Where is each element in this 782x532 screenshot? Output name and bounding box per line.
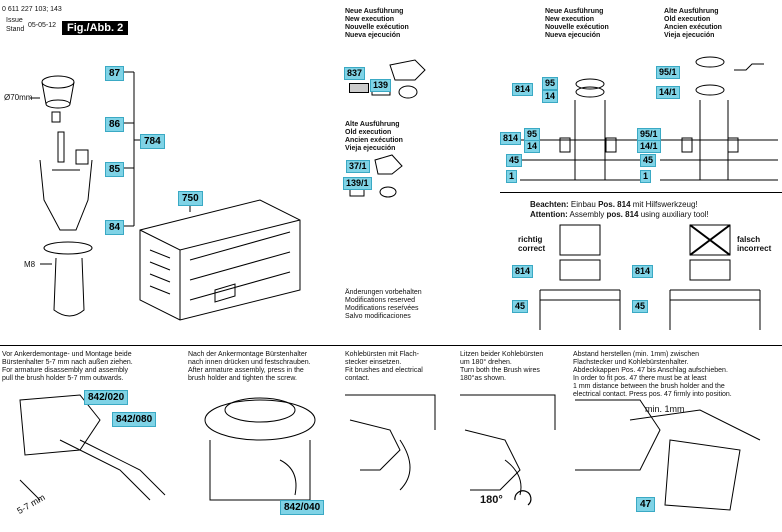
- part-label-84: 84: [105, 220, 125, 235]
- modifications-note: Änderungen vorbehalten Modifications res…: [345, 289, 422, 320]
- part-label-814-sec: 814: [500, 132, 522, 145]
- part-label-37-1: 37/1: [346, 160, 370, 173]
- min-distance-label: min. 1mm: [645, 404, 685, 414]
- stand-label: Stand: [6, 26, 25, 33]
- new-execution-heading: Neue Ausführung New execution Nouvelle e…: [345, 8, 409, 39]
- part-label-14-sec: 14: [524, 140, 541, 153]
- figure-title: Fig./Abb. 2: [62, 21, 129, 35]
- part-label-86: 86: [105, 117, 125, 132]
- separator-right-note: [500, 192, 782, 193]
- part-label-45-sec: 45: [506, 154, 523, 167]
- part-label-750: 750: [178, 191, 203, 206]
- part-label-814-correct: 814: [512, 265, 534, 278]
- attention-note: Attention: Assembly pos. 814 using auxil…: [530, 210, 709, 219]
- old-execution-heading-right: Alte Ausführung Old execution Ancien exé…: [664, 8, 722, 39]
- part-label-842-080: 842/080: [112, 412, 157, 427]
- part-label-139-1: 139/1: [343, 177, 372, 190]
- part-label-95-1-top: 95/1: [656, 66, 680, 79]
- part-label-45-correct: 45: [512, 300, 529, 313]
- part-label-814-incorrect: 814: [632, 265, 654, 278]
- issue-label: Issue: [6, 17, 23, 24]
- step-2-text: Nach der Ankermontage Bürstenhalter nach…: [188, 351, 311, 382]
- part-label-45-old: 45: [640, 154, 657, 167]
- part-label-95-top: 95: [542, 77, 559, 90]
- rotation-180: 180°: [480, 494, 503, 506]
- part-label-837: 837: [344, 67, 366, 80]
- separator-horizontal: [0, 345, 782, 346]
- step-5-text: Abstand herstellen (min. 1mm) zwischen F…: [573, 351, 732, 398]
- part-label-784: 784: [140, 134, 165, 149]
- part-swatch: [349, 83, 369, 93]
- step-1-text: Vor Ankerdemontage- und Montage beide Bü…: [2, 351, 133, 382]
- correct-label: richtig correct: [518, 235, 546, 253]
- new-execution-heading-right: Neue Ausführung New execution Nouvelle e…: [545, 8, 609, 39]
- dimension-diameter: Ø70mm: [4, 93, 33, 102]
- issue-date: 05-05-12: [28, 22, 57, 29]
- part-label-47: 47: [636, 497, 656, 512]
- beachten-note: Beachten: Einbau Pos. 814 mit Hilfswerkz…: [530, 200, 698, 209]
- part-label-14-top: 14: [542, 90, 559, 103]
- part-label-139: 139: [370, 79, 392, 92]
- step-4-text: Litzen beider Kohlebürsten um 180° drehe…: [460, 351, 544, 382]
- part-label-85: 85: [105, 162, 125, 177]
- part-label-45-incorrect: 45: [632, 300, 649, 313]
- part-label-14-1-sec: 14/1: [637, 140, 661, 153]
- part-label-814-top: 814: [512, 83, 534, 96]
- part-label-842-020: 842/020: [84, 390, 129, 405]
- part-label-1-sec: 1: [506, 170, 518, 183]
- thread-label: M8: [24, 260, 36, 269]
- part-label-1-old: 1: [640, 170, 652, 183]
- incorrect-label: falsch incorrect: [737, 235, 772, 253]
- part-number: 0 611 227 103; 143: [2, 6, 62, 13]
- part-label-87: 87: [105, 66, 125, 81]
- step-3-text: Kohlebürsten mit Flach- stecker einsetze…: [345, 351, 423, 382]
- old-execution-heading: Alte Ausführung Old execution Ancien exé…: [345, 121, 403, 152]
- part-label-14-1-top: 14/1: [656, 86, 680, 99]
- part-label-95-sec: 95: [524, 128, 541, 141]
- part-label-842-040: 842/040: [280, 500, 325, 515]
